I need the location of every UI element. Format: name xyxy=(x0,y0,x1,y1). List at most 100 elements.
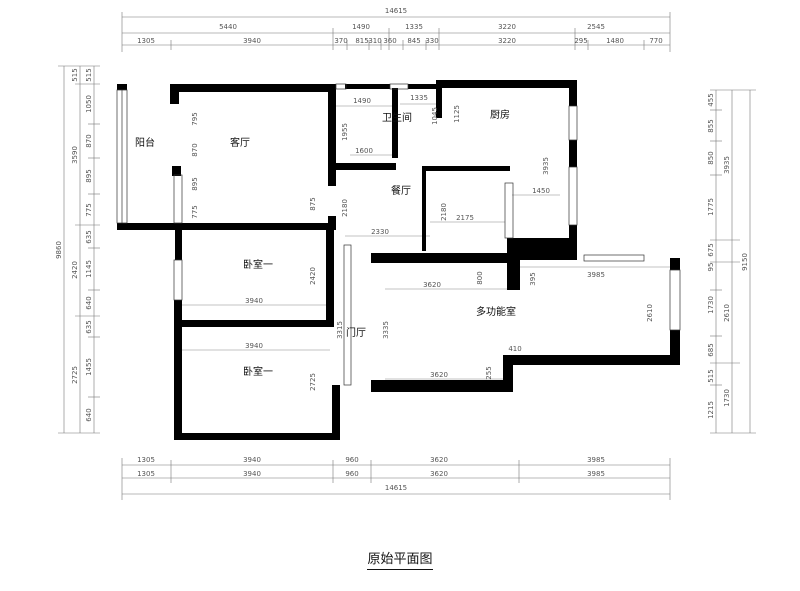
dim-top-a-1: 5440 xyxy=(219,23,237,31)
drawing-title-text: 原始平面图 xyxy=(367,548,433,570)
dim-int-870: 870 xyxy=(191,143,199,156)
dim-int-1450: 1450 xyxy=(532,187,550,195)
dim-bottom-b-3: 960 xyxy=(345,470,358,478)
room-label-entry: 门厅 xyxy=(346,326,366,339)
dim-int-1490: 1490 xyxy=(353,97,371,105)
dim-right-b-1: 455 xyxy=(707,93,715,106)
dim-left-b-10: 1455 xyxy=(85,358,93,376)
dim-left-b-5: 775 xyxy=(85,203,93,216)
dim-int-1335: 1335 xyxy=(410,94,428,102)
dim-right-b-9: 515 xyxy=(707,369,715,382)
drawing-title: 原始平面图 xyxy=(0,548,800,570)
dim-int-3315: 3315 xyxy=(336,321,344,339)
dim-int-3985: 3985 xyxy=(587,271,605,279)
room-label-bedroom1: 卧室一 xyxy=(243,258,273,271)
dim-right-b-6: 95 xyxy=(707,263,715,272)
dim-int-3620a: 3620 xyxy=(423,281,441,289)
dim-left-small: 515 xyxy=(71,68,79,81)
dim-right-a-1: 3935 xyxy=(723,156,731,174)
dim-top-b-6: 360 xyxy=(383,37,396,45)
dim-left-b-2: 1050 xyxy=(85,95,93,113)
dim-int-395: 395 xyxy=(529,272,537,285)
dim-right-a-3: 1730 xyxy=(723,389,731,407)
dim-int-1955: 1955 xyxy=(341,123,349,141)
dim-int-2725: 2725 xyxy=(309,373,317,391)
dim-int-2610: 2610 xyxy=(646,304,654,322)
dim-int-3935: 3935 xyxy=(542,157,550,175)
dim-top-b-12: 770 xyxy=(649,37,662,45)
dim-int-800: 800 xyxy=(476,271,484,284)
dim-left-b-6: 635 xyxy=(85,230,93,243)
dim-right-b-5: 675 xyxy=(707,243,715,256)
dim-right-total: 9150 xyxy=(741,253,749,271)
dim-top-b-10: 295 xyxy=(574,37,587,45)
dim-bottom-b-4: 3620 xyxy=(430,470,448,478)
dim-top-b-8: 330 xyxy=(425,37,438,45)
dim-left-b-9: 635 xyxy=(85,320,93,333)
dim-left-total: 9860 xyxy=(55,241,63,259)
dim-bottom-a-1: 1305 xyxy=(137,456,155,464)
dim-right-b-2: 855 xyxy=(707,119,715,132)
dim-int-2330: 2330 xyxy=(371,228,389,236)
dim-bottom-b-2: 3940 xyxy=(243,470,261,478)
room-label-balcony: 阳台 xyxy=(135,136,155,149)
dim-top-b-7: 845 xyxy=(407,37,420,45)
dim-left-a-1: 3590 xyxy=(71,146,79,164)
dim-int-775: 775 xyxy=(191,205,199,218)
interior-dimension-lines xyxy=(180,103,670,380)
dim-bottom-total: 14615 xyxy=(385,484,407,492)
dim-int-3335: 3335 xyxy=(382,321,390,339)
dim-top-b-3: 370 xyxy=(334,37,347,45)
dimension-lines xyxy=(58,12,756,500)
dim-left-b-8: 640 xyxy=(85,296,93,309)
dim-bottom-a-3: 960 xyxy=(345,456,358,464)
dim-int-2180b: 2180 xyxy=(440,203,448,221)
dim-top-b-1: 1305 xyxy=(137,37,155,45)
dim-int-875: 875 xyxy=(309,197,317,210)
dim-right-b-10: 1215 xyxy=(707,401,715,419)
dim-left-a-3: 2725 xyxy=(71,366,79,384)
walls xyxy=(117,80,680,440)
dim-top-b-11: 1480 xyxy=(606,37,624,45)
dim-int-255: 255 xyxy=(485,366,493,379)
dim-right-b-8: 685 xyxy=(707,343,715,356)
dim-bottom-a-4: 3620 xyxy=(430,456,448,464)
room-label-bath: 卫生间 xyxy=(382,111,412,124)
dim-top-a-5: 2545 xyxy=(587,23,605,31)
dim-top-b-5: 310 xyxy=(368,37,381,45)
dim-int-1125: 1125 xyxy=(453,105,461,123)
dim-top-a-3: 1335 xyxy=(405,23,423,31)
dim-right-a-2: 2610 xyxy=(723,304,731,322)
dim-top-b-4: 815 xyxy=(355,37,368,45)
room-label-multi: 多功能室 xyxy=(476,305,516,318)
dim-bottom-b-5: 3985 xyxy=(587,470,605,478)
dim-int-3620b: 3620 xyxy=(430,371,448,379)
dim-top-a-2: 1490 xyxy=(352,23,370,31)
dim-left-b-7: 1145 xyxy=(85,260,93,278)
dim-int-3940a: 3940 xyxy=(245,297,263,305)
dim-left-b-3: 870 xyxy=(85,134,93,147)
dim-bottom-b-1: 1305 xyxy=(137,470,155,478)
dim-int-895: 895 xyxy=(191,177,199,190)
dim-int-1600: 1600 xyxy=(355,147,373,155)
dim-int-3940b: 3940 xyxy=(245,342,263,350)
dim-bottom-a-5: 3985 xyxy=(587,456,605,464)
dim-int-2180a: 2180 xyxy=(341,199,349,217)
room-label-dining: 餐厅 xyxy=(391,184,411,197)
dim-int-1045: 1045 xyxy=(431,107,439,125)
dim-int-410: 410 xyxy=(508,345,521,353)
dim-int-2175: 2175 xyxy=(456,214,474,222)
dim-right-b-3: 850 xyxy=(707,151,715,164)
dim-left-b-1: 515 xyxy=(85,68,93,81)
room-label-living: 客厅 xyxy=(230,136,250,149)
dim-top-b-2: 3940 xyxy=(243,37,261,45)
dim-top-total: 14615 xyxy=(385,7,407,15)
dim-left-b-11: 640 xyxy=(85,408,93,421)
dim-int-2420: 2420 xyxy=(309,267,317,285)
dim-int-795: 795 xyxy=(191,112,199,125)
dim-top-b-9: 3220 xyxy=(498,37,516,45)
dim-bottom-a-2: 3940 xyxy=(243,456,261,464)
dim-right-b-7: 1730 xyxy=(707,296,715,314)
windows xyxy=(116,83,681,386)
